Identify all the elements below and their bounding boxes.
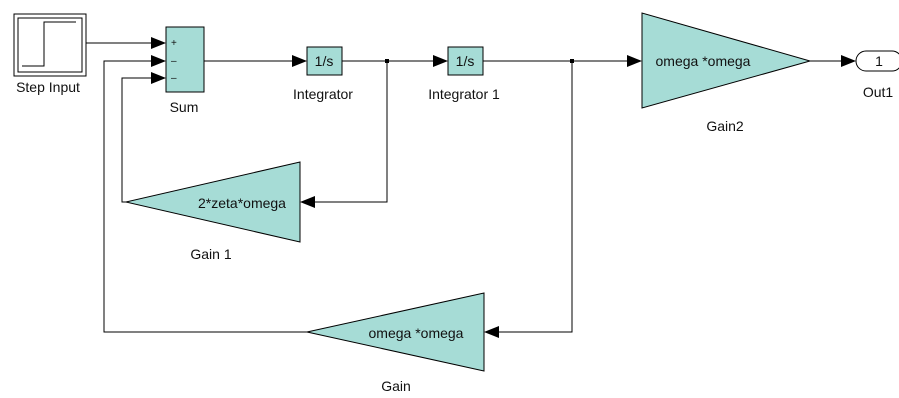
- gain1-expression: 2*zeta*omega: [198, 195, 286, 211]
- arrow-gain2-input: [627, 55, 642, 67]
- arrow-sum-input-3: [151, 72, 166, 84]
- arrow-sum-input-2: [151, 55, 166, 67]
- arrow-gain1-input: [300, 196, 315, 208]
- step-icon: [22, 21, 76, 67]
- out1-label: Out1: [863, 84, 894, 100]
- sum-label: Sum: [170, 99, 199, 115]
- arrow-integrator-1-input: [433, 55, 448, 67]
- arrow-integrator-input: [292, 55, 307, 67]
- gain1-label: Gain 1: [190, 246, 231, 262]
- gain2-block[interactable]: [641, 12, 812, 109]
- step-input-label: Step Input: [16, 79, 80, 95]
- arrow-gain-input: [484, 326, 499, 338]
- gain2-label: Gain2: [706, 118, 744, 134]
- signal-branch-to-gain1[interactable]: [315, 61, 388, 203]
- integrator-1-label: Integrator 1: [428, 86, 500, 102]
- integrator-label: Integrator: [293, 86, 353, 102]
- sum-sign-1: +: [171, 38, 177, 49]
- gain2-expression: omega *omega: [656, 53, 751, 69]
- sum-block[interactable]: [165, 26, 205, 93]
- out1-port[interactable]: [855, 50, 899, 72]
- arrow-sum-input-1: [151, 37, 166, 49]
- integrator-1-transfer-fn: 1/s: [456, 53, 475, 69]
- integrator-transfer-fn: 1/s: [315, 53, 334, 69]
- signal-gain1-to-sum[interactable]: [121, 77, 151, 203]
- gain-label: Gain: [381, 378, 411, 394]
- step-input-block[interactable]: [13, 13, 87, 77]
- signal-branch-to-gain[interactable]: [499, 61, 573, 333]
- arrow-out1-input: [841, 55, 856, 67]
- sum-sign-2: –: [171, 56, 177, 67]
- gain-expression: omega *omega: [369, 325, 464, 341]
- signal-gain-to-sum[interactable]: [103, 60, 307, 333]
- out1-port-number: 1: [875, 53, 883, 69]
- sum-sign-3: –: [171, 73, 177, 84]
